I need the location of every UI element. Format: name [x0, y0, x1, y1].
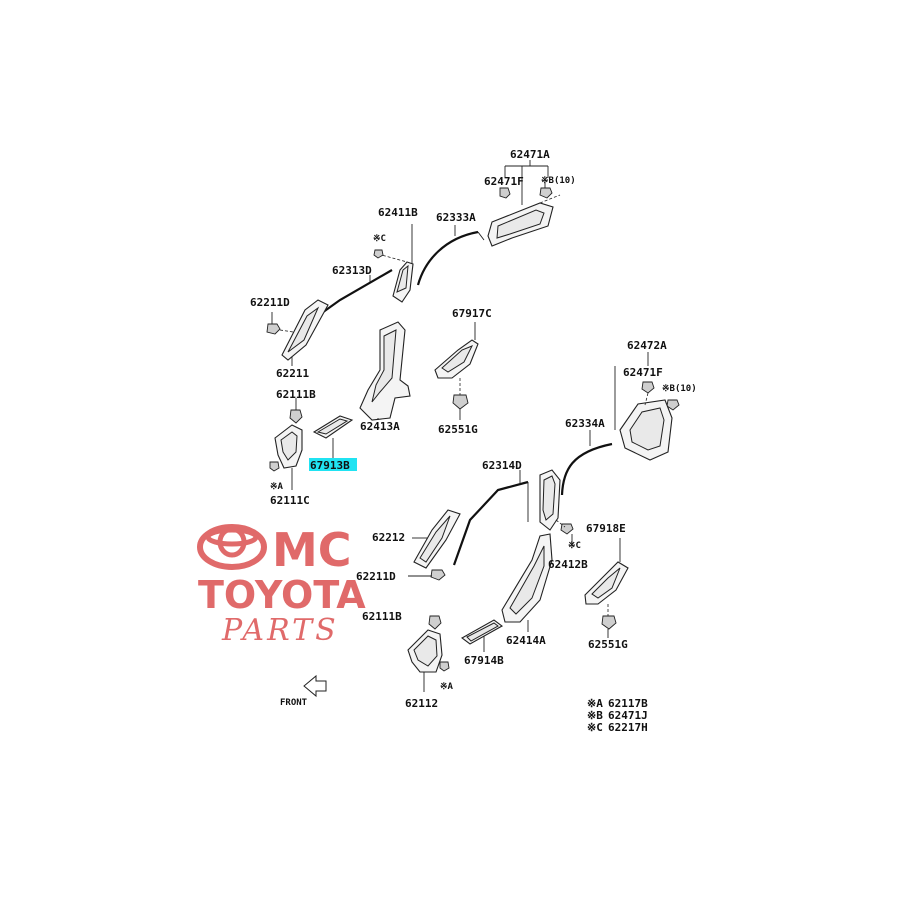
label-B10-top: ※B(10) [541, 176, 576, 186]
part-62333A [416, 230, 479, 286]
label-A-bot: ※A [440, 682, 454, 692]
label-67914B: 67914B [464, 654, 504, 667]
clip-B10-top [539, 187, 553, 199]
legend-mark-a: ※A [587, 697, 603, 710]
clip-62211D-mid [430, 569, 446, 581]
part-62412B [539, 469, 574, 548]
label-A-left: ※A [270, 482, 284, 492]
label-C-mid: ※C [568, 541, 581, 551]
label-62551G-bot: 62551G [588, 638, 628, 651]
front-arrow-icon [303, 674, 327, 698]
clip-62111B-top [289, 409, 303, 424]
clip-62471F-top [499, 187, 511, 199]
label-67918E: 67918E [586, 522, 626, 535]
legend-part-a: 62117B [608, 697, 648, 710]
highlight-67913B [309, 458, 357, 471]
label-62472A: 62472A [627, 339, 667, 352]
label-62471F-right: 62471F [623, 366, 663, 379]
clip-62471F-right [641, 381, 655, 394]
part-62414A [501, 533, 553, 632]
watermark-logo: MC TOYOTA PARTS [197, 523, 366, 648]
watermark-line2: TOYOTA [198, 573, 366, 617]
clip-C-top [373, 249, 384, 259]
toyota-emblem-icon [197, 524, 267, 570]
label-62471F-top: 62471F [484, 175, 524, 188]
part-62471A-assembly [487, 160, 561, 247]
label-62471A: 62471A [510, 148, 550, 161]
part-62212 [408, 509, 461, 581]
label-62412B: 62412B [548, 558, 588, 571]
label-62111B-top: 62111B [276, 388, 316, 401]
part-67917C [434, 322, 479, 395]
label-67913B: 67913B [310, 459, 350, 472]
label-62551G-top: 62551G [438, 423, 478, 436]
part-62472A-assembly [614, 352, 680, 461]
label-B10-right: ※B(10) [662, 384, 697, 394]
label-62211: 62211 [276, 367, 309, 380]
clip-62211D-top [266, 323, 281, 335]
legend: ※A 62117B ※B 62471J ※C 62217H [587, 697, 648, 734]
watermark-line1: MC [272, 523, 352, 577]
clip-A-bot [439, 661, 450, 672]
part-67918E [584, 538, 629, 616]
legend-part-c: 62217H [608, 721, 648, 734]
label-62413A: 62413A [360, 420, 400, 433]
part-62112 [407, 615, 450, 692]
label-front: FRONT [280, 698, 308, 708]
part-62411B [373, 224, 414, 303]
part-62314D [452, 480, 529, 566]
label-62111B-mid: 62111B [362, 610, 402, 623]
label-62414A: 62414A [506, 634, 546, 647]
clip-62551G-bot [601, 615, 617, 630]
label-62111C: 62111C [270, 494, 310, 507]
label-62313D: 62313D [332, 264, 372, 277]
part-62334A [560, 442, 613, 496]
label-62211D-top: 62211D [250, 296, 290, 309]
legend-part-b: 62471J [608, 709, 648, 722]
legend-mark-c: ※C [587, 721, 603, 734]
label-62314D: 62314D [482, 459, 522, 472]
part-62211 [266, 299, 329, 366]
label-62334A: 62334A [565, 417, 605, 430]
clip-C-mid [560, 523, 574, 535]
clip-62111B-mid [428, 615, 442, 630]
label-62211D-mid: 62211D [356, 570, 396, 583]
label-62212: 62212 [372, 531, 405, 544]
clip-62551G-top [452, 394, 469, 410]
label-C-top: ※C [373, 234, 386, 244]
part-62471A-inner [496, 209, 545, 239]
part-62413A [359, 321, 411, 421]
label-62411B: 62411B [378, 206, 418, 219]
label-62333A: 62333A [436, 211, 476, 224]
legend-mark-b: ※B [587, 709, 603, 722]
part-62111C [269, 398, 303, 490]
clip-A-left [269, 461, 280, 472]
label-62112: 62112 [405, 697, 438, 710]
watermark-line3: PARTS [221, 613, 339, 648]
label-67917C: 67917C [452, 307, 492, 320]
